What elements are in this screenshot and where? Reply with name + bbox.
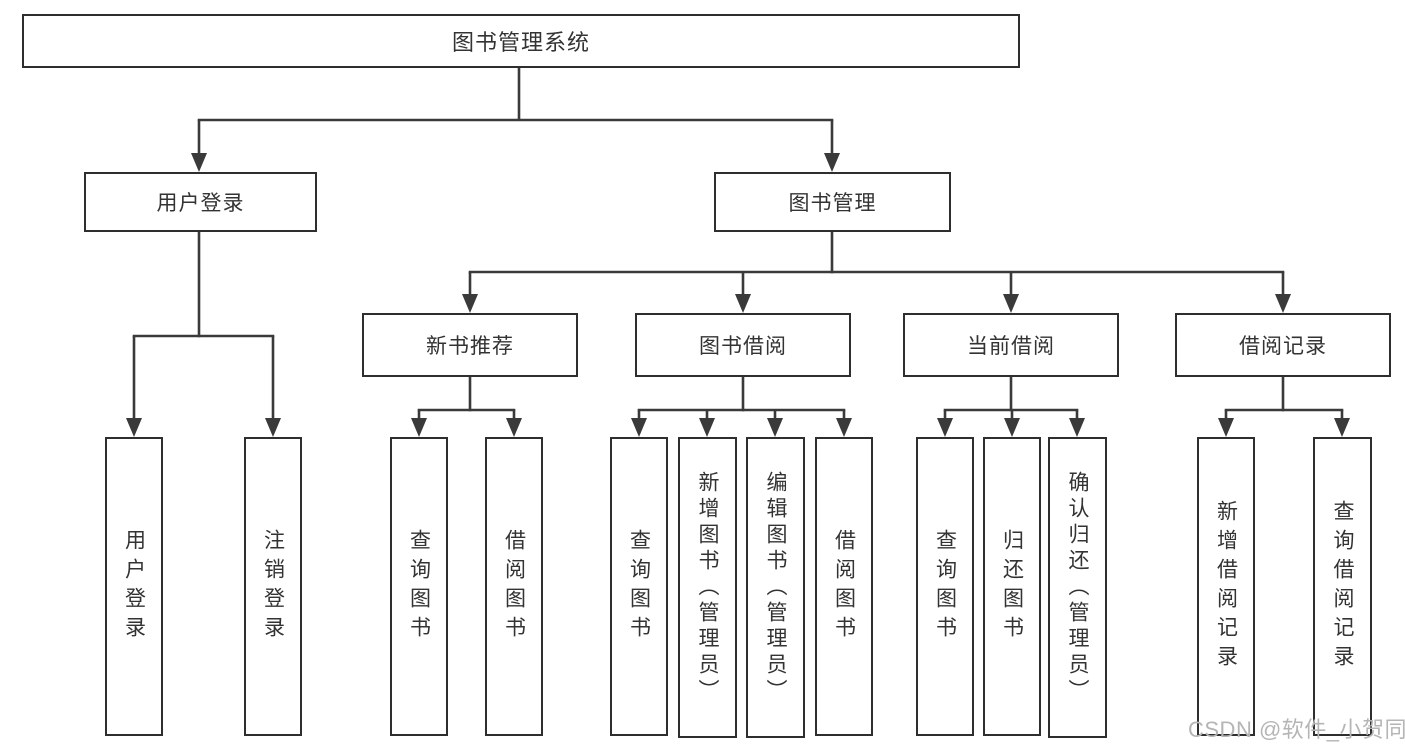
node-label: 新增借阅记录	[1214, 499, 1238, 674]
node-borrowing-records: 借阅记录	[1175, 313, 1391, 377]
node-leaf-cb-confirm-return-admin: 确认归还（管理员）	[1048, 437, 1107, 738]
node-label: 借阅记录	[1239, 335, 1327, 358]
node-leaf-br-query-record: 查询借阅记录	[1313, 437, 1372, 736]
node-label: 用户登录	[156, 192, 245, 215]
node-leaf-logout: 注销登录	[244, 437, 302, 736]
node-user-login: 用户登录	[84, 172, 317, 232]
node-book-borrowing: 图书借阅	[635, 313, 851, 377]
node-new-book-recommendation: 新书推荐	[362, 313, 578, 377]
node-label: 新增图书（管理员）	[696, 470, 719, 705]
node-leaf-cb-query-books: 查询图书	[916, 437, 974, 736]
node-label: 确认归还（管理员）	[1066, 470, 1089, 705]
node-label: 图书管理系统	[451, 30, 590, 55]
node-leaf-bb-borrow-books: 借阅图书	[815, 437, 873, 736]
node-leaf-bb-edit-books-admin: 编辑图书（管理员）	[746, 437, 805, 738]
node-label: 注销登录	[261, 528, 285, 645]
node-label: 归还图书	[1000, 528, 1024, 645]
node-library-management-system: 图书管理系统	[22, 14, 1020, 68]
node-leaf-cb-return-books: 归还图书	[983, 437, 1041, 736]
node-label: 查询图书	[933, 528, 957, 645]
node-current-borrowing: 当前借阅	[903, 313, 1119, 377]
node-label: 图书管理	[788, 192, 877, 215]
node-leaf-nb-query-books: 查询图书	[390, 437, 448, 736]
node-leaf-bb-query-books: 查询图书	[610, 437, 668, 736]
node-label: 借阅图书	[502, 528, 526, 645]
node-leaf-nb-borrow-books: 借阅图书	[485, 437, 543, 736]
node-leaf-br-add-record: 新增借阅记录	[1197, 437, 1255, 736]
node-leaf-user-login: 用户登录	[105, 437, 163, 736]
node-label: 查询借阅记录	[1331, 499, 1354, 674]
node-book-management: 图书管理	[714, 172, 951, 232]
node-leaf-bb-add-books-admin: 新增图书（管理员）	[678, 437, 737, 738]
node-label: 编辑图书（管理员）	[764, 470, 787, 705]
node-label: 图书借阅	[699, 335, 787, 358]
node-label: 用户登录	[122, 528, 146, 645]
node-label: 查询图书	[627, 528, 651, 645]
node-label: 新书推荐	[426, 335, 514, 358]
node-label: 借阅图书	[832, 528, 856, 645]
csdn-watermark: CSDN @软件_小贺同学	[1188, 717, 1405, 742]
node-label: 查询图书	[407, 528, 431, 645]
node-label: 当前借阅	[967, 335, 1055, 358]
